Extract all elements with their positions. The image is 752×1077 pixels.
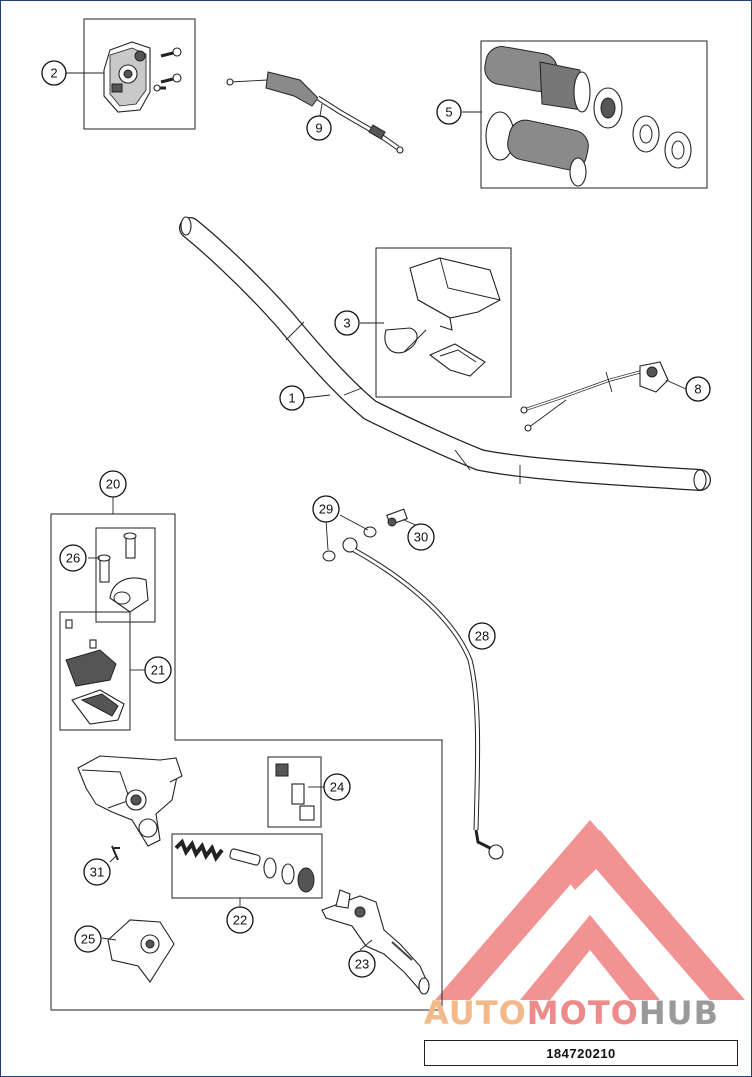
callout-label: 31 [90, 865, 104, 880]
document-number: 184720210 [424, 1040, 738, 1066]
callout-label: 23 [355, 957, 369, 972]
master-cylinder [77, 755, 183, 861]
leader-lines [66, 72, 687, 951]
part-21-box [59, 611, 131, 731]
callout-label: 5 [445, 105, 452, 120]
callout-label: 28 [475, 629, 489, 644]
callout-25: 25 [74, 925, 102, 953]
callout-label: 8 [694, 382, 701, 397]
adjuster [275, 763, 315, 821]
callout-label: 29 [319, 502, 333, 517]
clamp-bolts [97, 532, 149, 613]
callout-5: 5 [436, 99, 462, 125]
callout-8: 8 [685, 376, 711, 402]
callout-label: 25 [81, 932, 95, 947]
part-3-box [375, 247, 512, 398]
watermark-auto: AUTO [424, 994, 527, 1032]
callout-label: 3 [343, 316, 350, 331]
lever-cover [107, 919, 175, 983]
kill-switch [520, 361, 669, 432]
callout-9: 9 [306, 115, 332, 141]
callout-label: 26 [66, 551, 80, 566]
callout-24: 24 [323, 773, 351, 801]
watermark-hub: HUB [638, 994, 720, 1032]
callout-3: 3 [334, 310, 360, 336]
watermark-text: AUTOMOTOHUB [424, 994, 719, 1032]
callout-21: 21 [144, 656, 172, 684]
screws-part-2 [153, 47, 182, 92]
piston-kit [174, 838, 315, 893]
callout-label: 30 [414, 530, 428, 545]
part-20-group-box [50, 513, 443, 1011]
callout-label: 9 [315, 121, 322, 136]
part-5-box [480, 40, 708, 189]
part-22-box [171, 833, 323, 899]
handlebar [179, 216, 711, 491]
brake-lever [321, 889, 430, 995]
callout-29: 29 [312, 495, 340, 523]
watermark-logo [435, 820, 745, 1000]
reservoir-cover [65, 619, 125, 725]
throttle-cable [226, 71, 404, 154]
callout-1: 1 [279, 385, 305, 411]
grip-set [484, 46, 692, 187]
callout-2: 2 [41, 60, 67, 86]
watermark-moto: MOTO [526, 994, 639, 1032]
callout-label: 20 [106, 477, 120, 492]
part-26-box [95, 527, 156, 623]
callout-26: 26 [59, 544, 87, 572]
callout-23: 23 [348, 950, 376, 978]
callout-22: 22 [226, 906, 254, 934]
handlebar-pad [384, 257, 501, 377]
callout-label: 2 [50, 66, 57, 81]
callout-31: 31 [83, 858, 111, 886]
brake-line [342, 537, 504, 860]
callout-label: 1 [288, 391, 295, 406]
switch-housing [103, 41, 151, 113]
callout-label: 24 [330, 780, 344, 795]
callout-label: 21 [151, 663, 165, 678]
seals-and-bolt [322, 508, 408, 562]
part-24-box [267, 756, 322, 828]
callout-label: 22 [233, 913, 247, 928]
callout-28: 28 [468, 622, 496, 650]
callout-20: 20 [99, 470, 127, 498]
callout-30: 30 [407, 523, 435, 551]
part-2-box [83, 18, 196, 130]
